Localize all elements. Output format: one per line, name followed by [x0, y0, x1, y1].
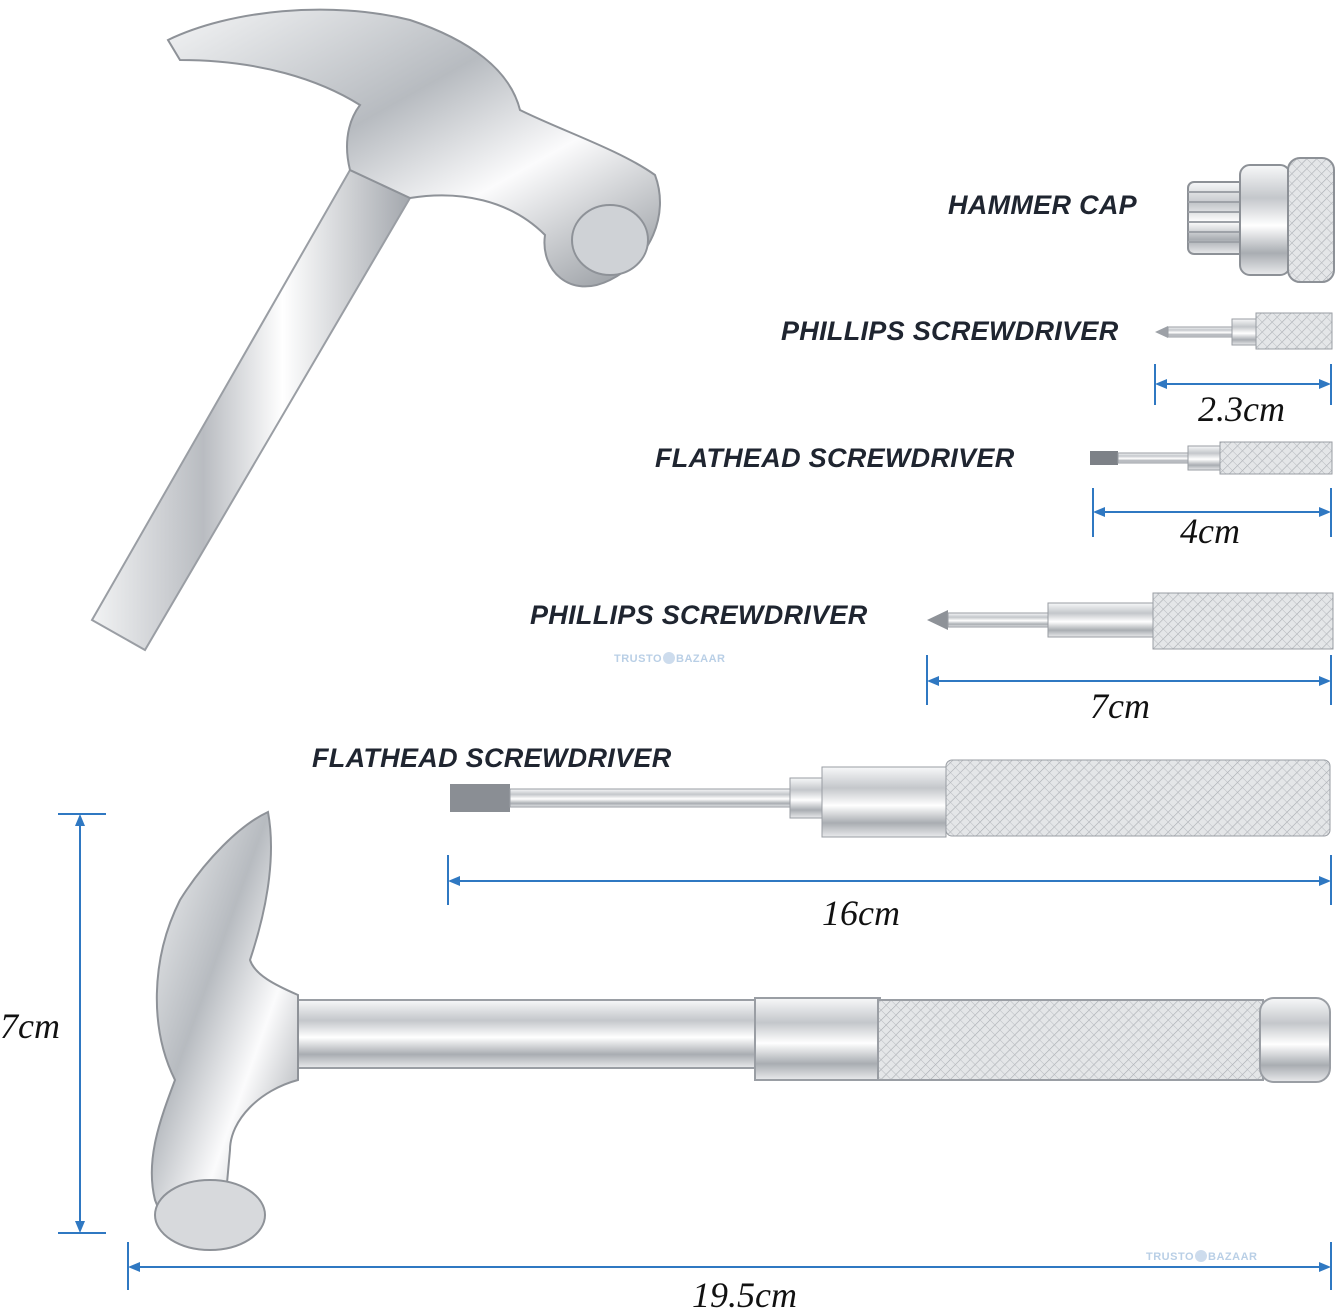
- shield-icon: [663, 652, 676, 664]
- watermark-left-text: TRUSTO: [614, 653, 663, 665]
- watermark-left-text: TRUSTO: [1146, 1251, 1195, 1263]
- dim-hammer-height: 7cm: [0, 1006, 60, 1046]
- hammer-cap-icon: [1187, 157, 1335, 283]
- dim-phillips-large: 7cm: [1090, 686, 1150, 726]
- hammer-cap-label: HAMMER CAP: [948, 190, 1137, 220]
- dim-line-flathead-small: [1092, 488, 1332, 537]
- watermark-right-text: BAZAAR: [676, 653, 726, 665]
- hammer-bottom-icon: [150, 810, 1331, 1251]
- phillips-large-label: PHILLIPS SCREWDRIVER: [530, 600, 868, 630]
- hammer-top-icon: [90, 8, 661, 652]
- flathead-large-icon: [450, 759, 1331, 838]
- phillips-small-label: PHILLIPS SCREWDRIVER: [781, 316, 1119, 346]
- dim-flathead-large: 16cm: [822, 893, 900, 933]
- dim-line-phillips-small: [1154, 364, 1332, 405]
- shield-icon: [1195, 1250, 1208, 1262]
- dim-flathead-small: 4cm: [1180, 511, 1240, 551]
- dim-line-phillips-large: [926, 655, 1332, 705]
- dim-line-flathead-large: [447, 855, 1332, 905]
- dim-line-hammer-length: [127, 1242, 1332, 1290]
- dim-line-hammer-height: [58, 813, 106, 1234]
- dim-hammer-length: 19.5cm: [692, 1275, 797, 1315]
- phillips-small-icon: [1155, 312, 1333, 350]
- watermark-right-text: BAZAAR: [1208, 1251, 1258, 1263]
- watermark-top: TRUSTO BAZAAR: [614, 652, 725, 665]
- dimension-lines: [58, 364, 1332, 1290]
- dim-phillips-small: 2.3cm: [1198, 389, 1285, 429]
- watermark-bottom: TRUSTO BAZAAR: [1146, 1250, 1257, 1263]
- flathead-small-icon: [1090, 441, 1333, 475]
- flathead-large-label: FLATHEAD SCREWDRIVER: [312, 743, 672, 773]
- phillips-large-icon: [927, 592, 1334, 650]
- flathead-small-label: FLATHEAD SCREWDRIVER: [655, 443, 1015, 473]
